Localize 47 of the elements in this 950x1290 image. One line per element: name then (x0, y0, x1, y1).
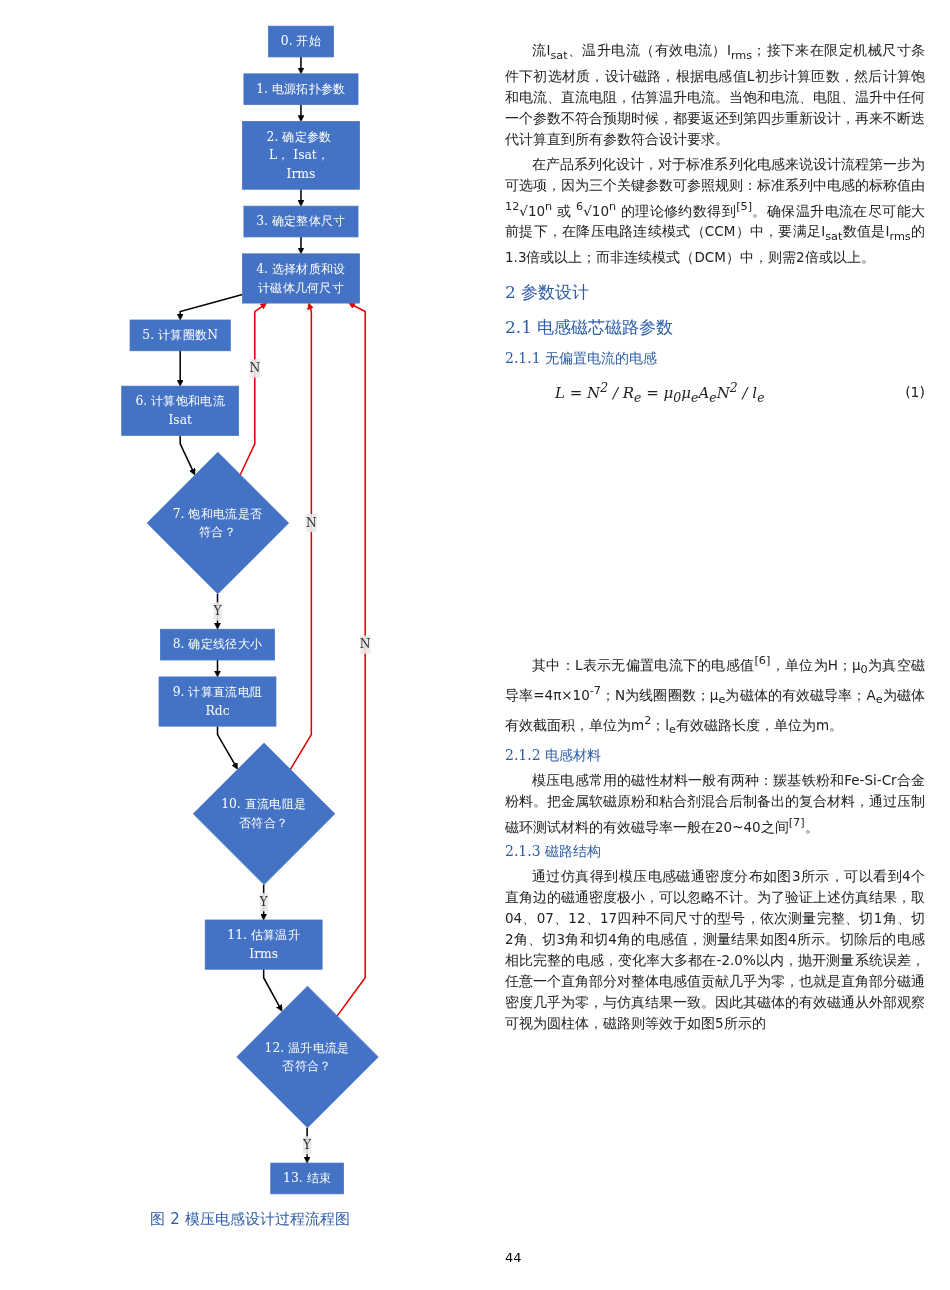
arrow (336, 302, 366, 1017)
node-box: 13. 结束 (270, 1162, 344, 1195)
arrow (289, 302, 314, 771)
node-box: 11. 估算温升Irms (204, 919, 323, 970)
arrow (297, 236, 305, 255)
node-diamond: 10. 直流电阻是否符合？ (192, 742, 336, 885)
subsection-heading: 2.1.3 磁路结构 (505, 842, 603, 862)
subsection-heading: 2.1.2 电感材料 (505, 745, 603, 765)
section-heading: 2 参数设计 (505, 281, 591, 303)
edge-label: Y (213, 603, 222, 619)
arrow (297, 56, 305, 75)
page-number: 44 (505, 1250, 522, 1265)
node-box: 9. 计算直流电阻Rdc (158, 676, 277, 727)
edge-label: Y (259, 894, 268, 910)
edge-label: N (359, 636, 371, 652)
node-box: 2. 确定参数 L， Isat， Irms (242, 121, 360, 190)
node-diamond: 12. 温升电流是否符合？ (236, 985, 379, 1129)
edge-label: N (249, 360, 261, 376)
arrow (216, 725, 238, 770)
equation: L = N$^{2}$ / R$_{e}$ = μ$_{0}$μ$_{e}$A$_{e}$N$^{2}$ / l$_{e}$ (555, 378, 765, 407)
node-diamond: 7. 饱和电流是否符合？ (146, 451, 290, 595)
node-box: 6. 计算饱和电流Isat (121, 385, 240, 436)
arrow (214, 659, 221, 678)
equation-number: (1) (905, 382, 925, 402)
node-box: 4. 选择材质和设计磁体几何尺寸 (242, 253, 360, 304)
arrow (179, 434, 196, 476)
section-heading: 2.1 电感磁芯磁路参数 (505, 316, 675, 338)
figure-caption: 图 2 模压电感设计过程流程图 (149, 1210, 351, 1229)
arrow (297, 103, 305, 122)
node-box: 0. 开始 (268, 25, 334, 58)
body-paragraph: 通过仿真得到模压电感磁通密度分布如图3所示，可以看到4个直角边的磁通密度极小，可以忽略不计。为了验证上述仿真结果，取04、07、12、17四种不同尺寸的型号，依次测量完整、切1角、切2角、切3角和切4角的电感值，测量结果如图4所示。切除后的电感相比完整的电感，变化率大多都在-2.0%以内，抛开测量系统误差，任意一个直角部分对整体电感值贡献几乎为零，也就是直角部分磁通密度几乎为零，与仿真结果一致。因此其磁体的有效磁通从外部观察可视为圆柱体，磁路则等效于如图5所示的 (505, 867, 925, 1034)
body-paragraph: 流I$_{sat}$、温升电流（有效电流）I$_{rms}$；接下来在限定机械尺寸条件下初选材质，设计磁路，根据电感值L初步计算匝数，然后计算饱和电流、直流电阻，估算温升电流。当饱和电流、电阻、温升中任何一个参数不符合预期时候，都要返还到第四步重新设计，再来不断迭代计算直到所有参数符合设计要求。 (505, 41, 925, 149)
body-paragraph: 模压电感常用的磁性材料一般有两种：羰基铁粉和Fe-Si-Cr合金粉料。把金属软磁原粉和粘合剂混合后制备出的复合材料，通过压制磁环测试材料的有效磁导率一般在20~40之间$^{[7]}$。 (505, 770, 925, 837)
node-box: 5. 计算圈数N (129, 319, 231, 352)
arrow (176, 293, 244, 321)
node-box: 8. 确定线径大小 (160, 628, 275, 661)
node-box: 1. 电源拓扑参数 (243, 73, 359, 105)
arrow (239, 302, 267, 476)
node-box: 3. 确定整体尺寸 (243, 205, 359, 238)
edge-label: Y (303, 1137, 312, 1153)
body-paragraph: 在产品系列化设计，对于标准系列化电感来说设计流程第一步为可选项，因为三个关键参数可参照规则：标准系列中电感的标称值由$^{12}$√10$^{n}$ 或 $^{6}$√10$^{n}$ 的理论修约数得到$^{[5]}$。确保温升电流在尽可能大前提下，在降压电路连续模式（CCM）中，要满足I$_{sat}$数值是I$_{rms}$的1.3倍或以上；而非连续模式（DCM）中，则需2倍或以上。 (505, 154, 925, 267)
arrow (176, 350, 184, 387)
body-paragraph: 其中：L表示无偏置电流下的电感值$^{[6]}$，单位为H；μ$_{0}$为真空磁导率=4π×10$^{-7}$；N为线圈圈数；μ$_{e}$为磁体的有效磁导率；A$_{e}$为磁体有效截面积，单位为m$^{2}$；l$_{e}$有效磁路长度，单位为m。 (505, 653, 925, 739)
edge-label: N (305, 515, 317, 530)
arrow (297, 188, 305, 207)
arrow (262, 968, 283, 1012)
subsection-heading: 2.1.1 无偏置电流的电感 (505, 348, 659, 368)
